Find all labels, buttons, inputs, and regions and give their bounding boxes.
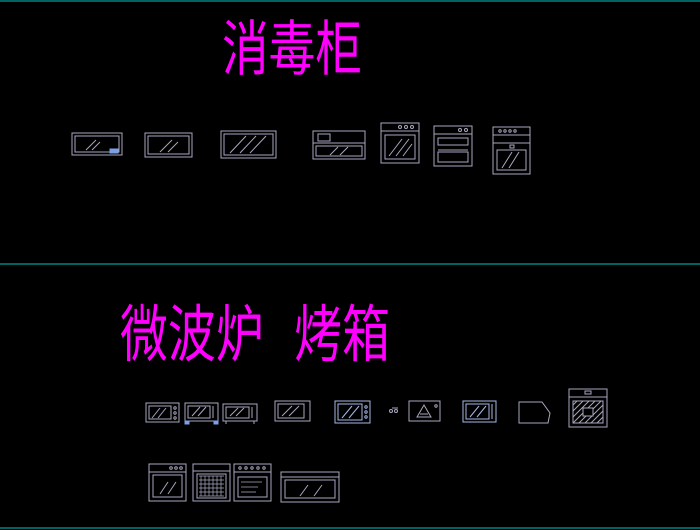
disinfection-cabinet-symbol-6 <box>433 125 473 167</box>
section-title-microwave-oven: 微波炉 烤箱 <box>120 298 390 371</box>
disinfection-cabinet-symbol-1 <box>71 132 123 156</box>
microwave-symbol-1 <box>145 402 180 423</box>
microwave-symbol-4 <box>274 400 311 422</box>
oven-symbol-2 <box>192 463 231 502</box>
oven-symbol-1 <box>148 463 187 502</box>
microwave-symbol-5 <box>334 400 371 424</box>
oven-symbol-tall <box>568 388 608 428</box>
disinfection-cabinet-symbol-2 <box>144 132 193 158</box>
microwave-symbol-2 <box>184 402 219 425</box>
oven-symbol-wide <box>280 471 340 503</box>
disinfection-cabinet-symbol-5 <box>380 122 420 164</box>
control-knob-symbol <box>389 407 398 413</box>
microwave-symbol-3 <box>222 403 258 424</box>
disinfection-cabinet-symbol-4 <box>312 130 366 160</box>
microwave-symbol-6 <box>408 400 441 422</box>
disinfection-cabinet-symbol-3 <box>220 130 277 159</box>
disinfection-cabinet-symbol-7 <box>492 126 531 175</box>
microwave-side-profile-symbol <box>518 401 551 424</box>
oven-symbol-3 <box>233 463 272 502</box>
section-title-disinfection-cabinet: 消毒柜 <box>222 15 362 85</box>
microwave-symbol-7 <box>462 400 497 423</box>
